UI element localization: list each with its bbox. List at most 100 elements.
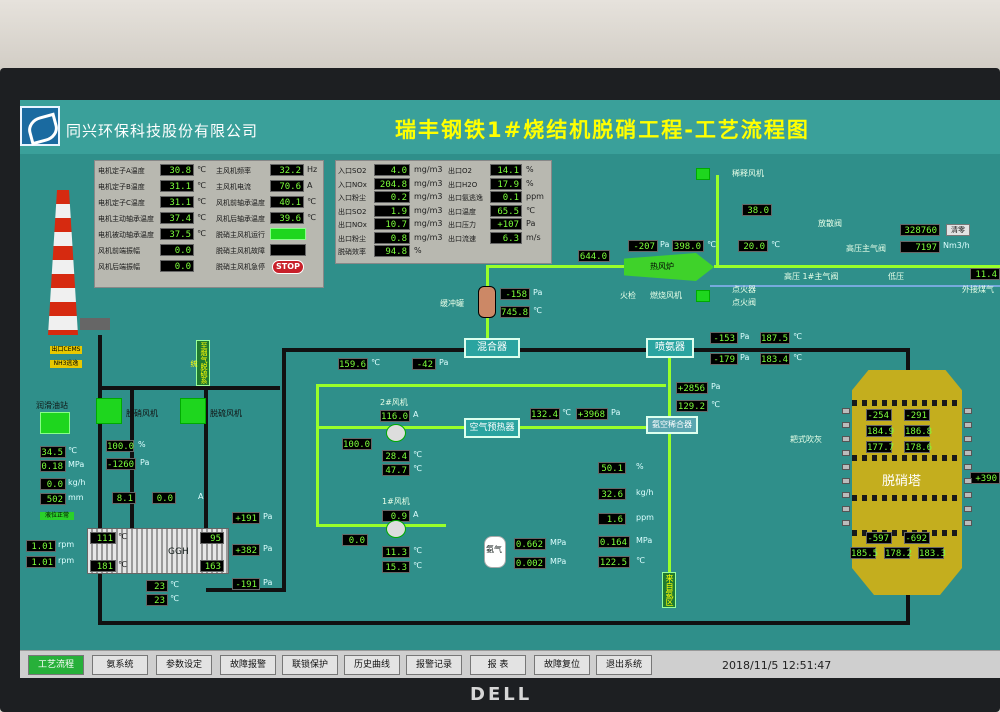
- tower-in-pressure-a-unit: Pa: [740, 332, 750, 341]
- desulf-fan-icon[interactable]: [180, 398, 206, 424]
- ignite-valve-label: 点火阀: [732, 298, 756, 307]
- lube-station-icon[interactable]: [40, 412, 70, 434]
- ammonia-tank-pressure2: 0.002: [514, 557, 546, 569]
- soot-blower-nozzle-icon[interactable]: [842, 422, 850, 428]
- burn-fan-icon[interactable]: [696, 290, 710, 302]
- tower-in-pressure-b-unit: Pa: [740, 353, 750, 362]
- ggh-t4: 163: [200, 560, 224, 572]
- soot-blower-nozzle-icon[interactable]: [964, 422, 972, 428]
- soot-blower-nozzle-icon[interactable]: [842, 520, 850, 526]
- company-name: 同兴环保科技股份有限公司: [66, 122, 259, 140]
- fan2-current-unit: A: [413, 410, 419, 419]
- emergency-stop-button[interactable]: STOP: [272, 260, 304, 274]
- scada-screen: 同兴环保科技股份有限公司 瑞丰钢铁1#烧结机脱硝工程-工艺流程图 出口CEMS …: [20, 100, 1000, 678]
- stack-tag-nh3: NH3逃逸: [50, 360, 82, 368]
- gas-flow-unit: Nm3/h: [943, 241, 970, 250]
- soot-blower-nozzle-icon[interactable]: [964, 464, 972, 470]
- gas-out-value: 17.9: [490, 177, 522, 190]
- nav-button-8[interactable]: 故障复位: [534, 655, 590, 675]
- gas-temp: 20.0: [738, 240, 768, 252]
- ammonia-flow: 32.6: [598, 488, 626, 500]
- ammonia-air-pressure-unit: Pa: [711, 382, 721, 391]
- fan-row-label: 风机前轴承温度: [216, 199, 265, 207]
- chimney-icon: [48, 190, 78, 335]
- tower-in-temp-b-unit: ℃: [793, 353, 802, 362]
- motor-row-value: 37.4: [160, 212, 194, 224]
- soot-blower-nozzle-icon[interactable]: [964, 408, 972, 414]
- soot-blower-nozzle-icon[interactable]: [964, 478, 972, 484]
- fan-b-current: 0.0: [152, 492, 176, 504]
- tower-p4: -692: [904, 532, 930, 544]
- motor-row-value: 37.5: [160, 228, 194, 240]
- dilution-fan-icon[interactable]: [696, 168, 710, 180]
- soot-blower-nozzle-icon[interactable]: [842, 464, 850, 470]
- soot-blower-nozzle-icon[interactable]: [964, 492, 972, 498]
- fan-row-label: 风机后轴承温度: [216, 215, 265, 223]
- to-desulf-system-tag: 至烟气脱硫系统: [190, 340, 210, 386]
- fan-row-unit: ℃: [307, 213, 316, 222]
- gpipe-heater-to-buffer: [486, 265, 626, 268]
- soot-blower-nozzle-icon[interactable]: [842, 478, 850, 484]
- mixer-box[interactable]: 混合器: [464, 338, 520, 358]
- ggh-t6-unit: ℃: [170, 594, 179, 603]
- gas-out-value: 0.1: [490, 191, 522, 203]
- fan-row-unit: Hz: [307, 165, 318, 174]
- soot-blower-nozzle-icon[interactable]: [842, 436, 850, 442]
- soot-blower-nozzle-icon[interactable]: [842, 492, 850, 498]
- ggh-t2: 95: [200, 532, 224, 544]
- ammonia-tank-pressure2-unit: MPa: [550, 557, 567, 566]
- clear-total-button[interactable]: 清零: [946, 224, 970, 236]
- soot-blower-nozzle-icon[interactable]: [842, 408, 850, 414]
- hot-air-furnace: [624, 253, 714, 281]
- ammonia-injector-box[interactable]: 喷氨器: [646, 338, 694, 358]
- fan2-current: 116.0: [380, 410, 410, 422]
- soot-blower-nozzle-icon[interactable]: [964, 520, 972, 526]
- motor-row-value: 0.0: [160, 244, 194, 256]
- tower-in-pressure-a: -153: [710, 332, 738, 344]
- fan1-label: 1#风机: [382, 497, 410, 506]
- nav-button-4[interactable]: 联锁保护: [282, 655, 338, 675]
- nav-button-9[interactable]: 退出系统: [596, 655, 652, 675]
- ggh-label: GGH: [168, 547, 189, 557]
- page-title: 瑞丰钢铁1#烧结机脱硝工程-工艺流程图: [395, 118, 810, 142]
- nav-button-5[interactable]: 历史曲线: [344, 655, 400, 675]
- dell-logo: DELL: [470, 684, 533, 705]
- soot-blower-nozzle-icon[interactable]: [964, 506, 972, 512]
- denitration-fan-icon[interactable]: [96, 398, 122, 424]
- igniter-label: 点火器: [732, 285, 756, 294]
- nav-button-0[interactable]: 工艺流程: [28, 655, 84, 675]
- motor-row-value: 0.0: [160, 260, 194, 272]
- gas-out-unit: ℃: [526, 205, 535, 215]
- motor-row-label: 风机后端振幅: [98, 263, 140, 271]
- title-bar: 同兴环保科技股份有限公司 瑞丰钢铁1#烧结机脱硝工程-工艺流程图: [20, 100, 1000, 154]
- gas-flow: 7197: [900, 241, 940, 253]
- gas-out-value: 14.1: [490, 164, 522, 176]
- motor-row-unit: ℃: [197, 213, 206, 222]
- soot-blower-nozzle-icon[interactable]: [842, 450, 850, 456]
- tower-p2: -291: [904, 409, 930, 421]
- fan2-icon[interactable]: [386, 424, 406, 442]
- buffer-temp: 745.8: [500, 306, 530, 318]
- gas-in-value: 0.2: [374, 191, 410, 203]
- nav-button-1[interactable]: 氨系统: [92, 655, 148, 675]
- gas-out-value: +107: [490, 218, 522, 230]
- ammonia-flow-unit: kg/h: [636, 488, 654, 497]
- nav-button-7[interactable]: 报 表: [470, 655, 526, 675]
- soot-blower-nozzle-icon[interactable]: [964, 436, 972, 442]
- nav-button-6[interactable]: 报警记录: [406, 655, 462, 675]
- pipe-fan-link: [100, 386, 280, 390]
- furnace-temp-unit: ℃: [707, 240, 716, 249]
- fan-row-value: 32.2: [270, 164, 304, 176]
- ggh-speed1-unit: rpm: [58, 540, 75, 549]
- pipe-top-horizontal: [282, 348, 910, 352]
- fan1-icon[interactable]: [386, 520, 406, 538]
- air-preheater-box[interactable]: 空气预热器: [464, 418, 520, 438]
- motor-row-value: 31.1: [160, 196, 194, 208]
- ggh-dp2: +382: [232, 544, 260, 556]
- fire-detect-label: 火检: [620, 291, 636, 300]
- ammonia-air-mixer-box[interactable]: 氨空稀合器: [646, 416, 698, 434]
- nav-button-3[interactable]: 故障报警: [220, 655, 276, 675]
- nav-button-2[interactable]: 参数设定: [156, 655, 212, 675]
- soot-blower-nozzle-icon[interactable]: [964, 450, 972, 456]
- soot-blower-nozzle-icon[interactable]: [842, 506, 850, 512]
